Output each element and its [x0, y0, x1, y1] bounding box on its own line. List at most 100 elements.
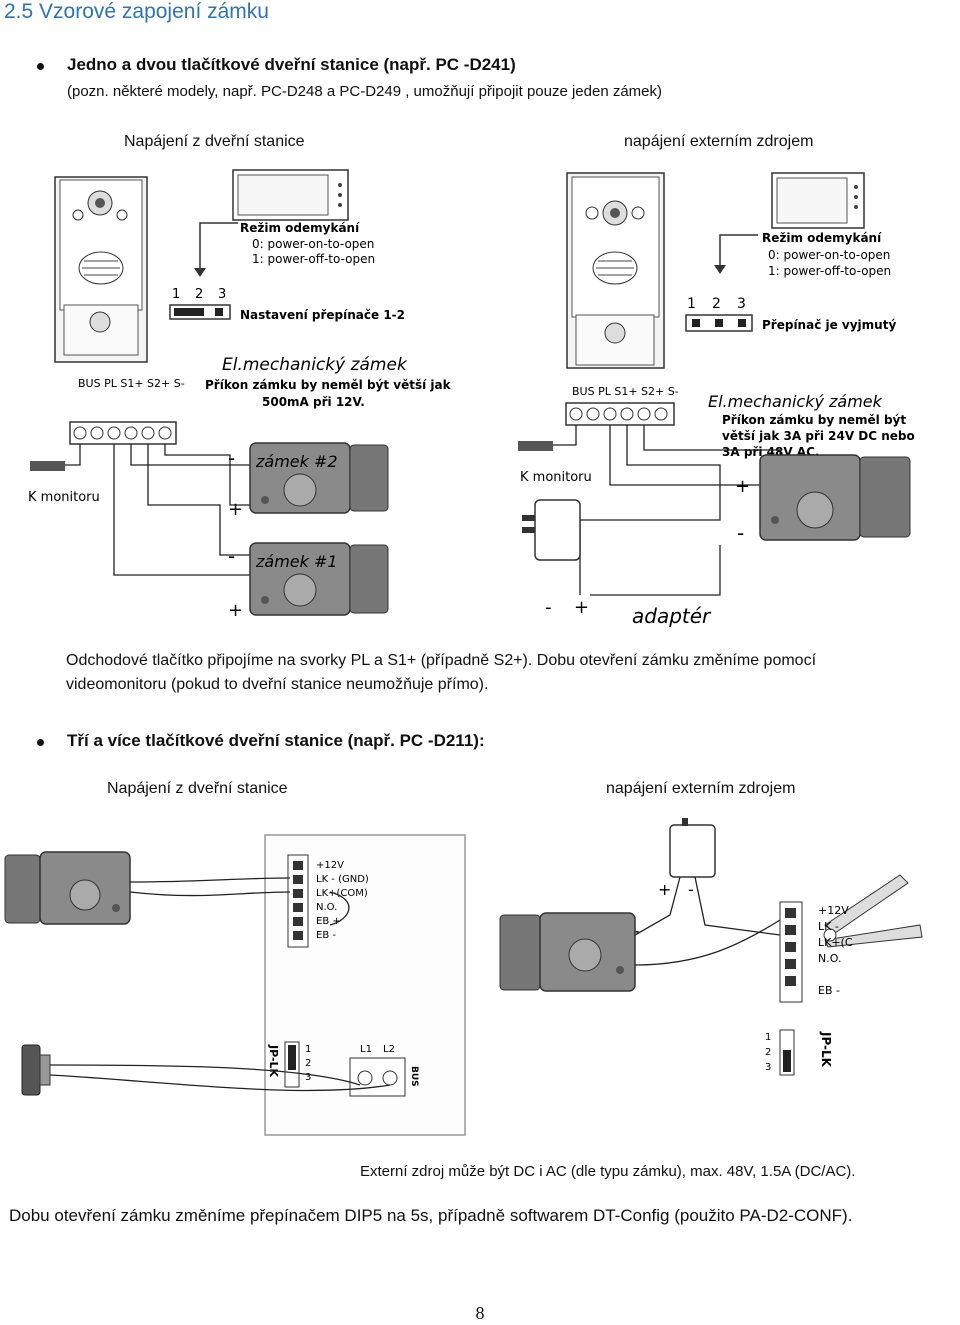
- right-terminal-block: [565, 402, 675, 426]
- section-heading: 2.5 Vzorové zapojení zámku: [4, 0, 269, 23]
- right-switch-label: Přepínač je vyjmutý: [762, 318, 896, 332]
- left-lock-note-2: 500mA při 12V.: [262, 395, 365, 409]
- lock2-label: zámek #2: [255, 452, 338, 471]
- left-terminal-labels: BUS PL S1+ S2+ S-: [78, 377, 185, 390]
- left-mode-title: Režim odemykání: [240, 221, 360, 235]
- right-lock-section2: [499, 912, 636, 992]
- right-mode-title: Režim odemykání: [762, 231, 882, 245]
- lock-1: [249, 542, 389, 616]
- left-switch-label: Nastavení přepínače 1-2: [240, 308, 405, 322]
- term-eb-plus: EB +: [316, 916, 341, 927]
- lock1-minus: -: [228, 544, 235, 568]
- jumper-jp-lk-right: [779, 1029, 795, 1076]
- jp-lk-label: JP-LK: [267, 1044, 280, 1078]
- r-term-eb-minus: EB -: [818, 984, 840, 997]
- r-term-12v: +12V: [818, 904, 849, 917]
- left-wiring-diagram: Režim odemykání 0: power-on-to-open 1: p…: [28, 169, 452, 621]
- section2-title: Tří a více tlačítkové dveřní stanice (na…: [67, 731, 485, 750]
- adapter-label: adaptér: [632, 604, 712, 628]
- jumper-jp-lk: [284, 1041, 300, 1088]
- left-monitor-label: K monitoru: [28, 490, 100, 505]
- bus-connector: [349, 1057, 406, 1097]
- left-lock-note-1: Příkon zámku by neměl být větší jak: [205, 378, 452, 392]
- right-monitor-cable: [518, 441, 553, 451]
- right-terminal-labels: BUS PL S1+ S2+ S-: [572, 385, 679, 398]
- right-switch-2: 2: [712, 296, 721, 312]
- section1-title: Jedno a dvou tlačítkové dveřní stanice (…: [67, 55, 516, 74]
- bullet-dot: [37, 63, 44, 70]
- jp-num-2: 2: [305, 1058, 311, 1069]
- bus-label: BUS: [409, 1066, 419, 1087]
- left-mode-0: 0: power-on-to-open: [252, 237, 374, 251]
- jp-num-3: 3: [305, 1072, 311, 1083]
- left-terminal-block: [69, 421, 177, 445]
- footer-text: Dobu otevření zámku změníme přepínačem D…: [9, 1206, 853, 1225]
- right-lock-note-1: Příkon zámku by neměl být: [722, 413, 906, 427]
- r-term-no: N.O.: [818, 952, 841, 965]
- right-mode-1: 1: power-off-to-open: [768, 264, 891, 278]
- section1-left-caption: Napájení z dveřní stanice: [124, 133, 305, 150]
- adapter2-minus: -: [688, 880, 694, 899]
- l1-label: L1: [360, 1044, 372, 1055]
- door-station-panel: [54, 176, 148, 363]
- left-switch-2: 2: [195, 287, 203, 302]
- section1-right-caption: napájení externím zdrojem: [624, 133, 814, 150]
- adapter-minus: -: [545, 597, 552, 618]
- term-lk-plus: LK+(COM): [316, 888, 368, 899]
- lock-2: [249, 442, 389, 514]
- lock2-plus: +: [228, 499, 243, 520]
- term-eb-minus: EB -: [316, 930, 336, 941]
- power-adapter: [522, 499, 581, 561]
- term-12v: +12V: [316, 860, 344, 871]
- left-switch-3: 3: [218, 287, 226, 302]
- right-switch-1: 1: [687, 296, 696, 312]
- left-lock-section2: [4, 851, 131, 925]
- right-lock-minus: -: [737, 521, 744, 545]
- r-jp-lk-label: JP-LK: [819, 1031, 833, 1068]
- l2-label: L2: [383, 1044, 395, 1055]
- right-monitor-label: K monitoru: [520, 470, 592, 485]
- monitor-device: [232, 169, 349, 221]
- jp-num-1: 1: [305, 1044, 311, 1055]
- r-jp-num-3: 3: [765, 1062, 771, 1073]
- r-jp-num-2: 2: [765, 1047, 771, 1058]
- right-switch-3: 3: [737, 296, 746, 312]
- bullet-dot: [37, 739, 44, 746]
- lock1-plus: +: [228, 600, 243, 621]
- left-mode-1: 1: power-off-to-open: [252, 252, 375, 266]
- lock2-minus: -: [228, 446, 235, 470]
- section2-left-diagram: +12V LK - (GND) LK+(COM) N.O. EB + EB - …: [4, 834, 466, 1136]
- r-term-lk-minus: LK -: [818, 920, 839, 933]
- term-no: N.O.: [316, 902, 337, 913]
- section2-right-diagram: + - + +12V LK - LK+(C N.O. EB - 1 2 3 JP…: [499, 818, 923, 1076]
- left-monitor-cable: [30, 461, 65, 471]
- power-adapter-section2: [669, 818, 716, 878]
- terminal-block-vertical: [287, 854, 309, 948]
- right-lock: [759, 454, 911, 541]
- page-number: 8: [475, 1303, 485, 1323]
- right-lock-title: El.mechanický zámek: [708, 392, 883, 411]
- door-station-panel-right: [566, 172, 665, 369]
- terminal-block-right: [779, 901, 803, 1003]
- adapter-plus: +: [574, 597, 589, 618]
- lock1-label: zámek #1: [255, 552, 338, 571]
- left-lock-title: El.mechanický zámek: [222, 355, 408, 375]
- term-lk-minus: LK - (GND): [316, 874, 369, 885]
- right-lock-note-2: větší jak 3A při 24V DC nebo: [722, 429, 915, 443]
- right-mode-0: 0: power-on-to-open: [768, 248, 890, 262]
- adapter2-plus: +: [658, 880, 671, 899]
- r-jp-num-1: 1: [765, 1032, 771, 1043]
- external-supply-note: Externí zdroj může být DC i AC (dle typu…: [360, 1163, 856, 1180]
- section1-text-line1: Odchodové tlačítko připojíme na svorky P…: [66, 652, 817, 669]
- exit-button: [21, 1044, 51, 1096]
- r-term-lk-plus: LK+(C: [818, 936, 853, 949]
- wire-cutter-pliers: [823, 874, 923, 948]
- right-wiring-diagram: Režim odemykání 0: power-on-to-open 1: p…: [518, 172, 915, 628]
- monitor-device-right: [771, 172, 865, 229]
- section1-text-line2: videomonitoru (pokud to dveřní stanice n…: [66, 676, 489, 693]
- section2-right-caption: napájení externím zdrojem: [606, 780, 796, 797]
- section1-note: (pozn. některé modely, např. PC-D248 a P…: [67, 83, 663, 100]
- left-switch-1: 1: [172, 287, 180, 302]
- section2-left-caption: Napájení z dveřní stanice: [107, 780, 288, 797]
- right-lock-plus: +: [735, 476, 750, 497]
